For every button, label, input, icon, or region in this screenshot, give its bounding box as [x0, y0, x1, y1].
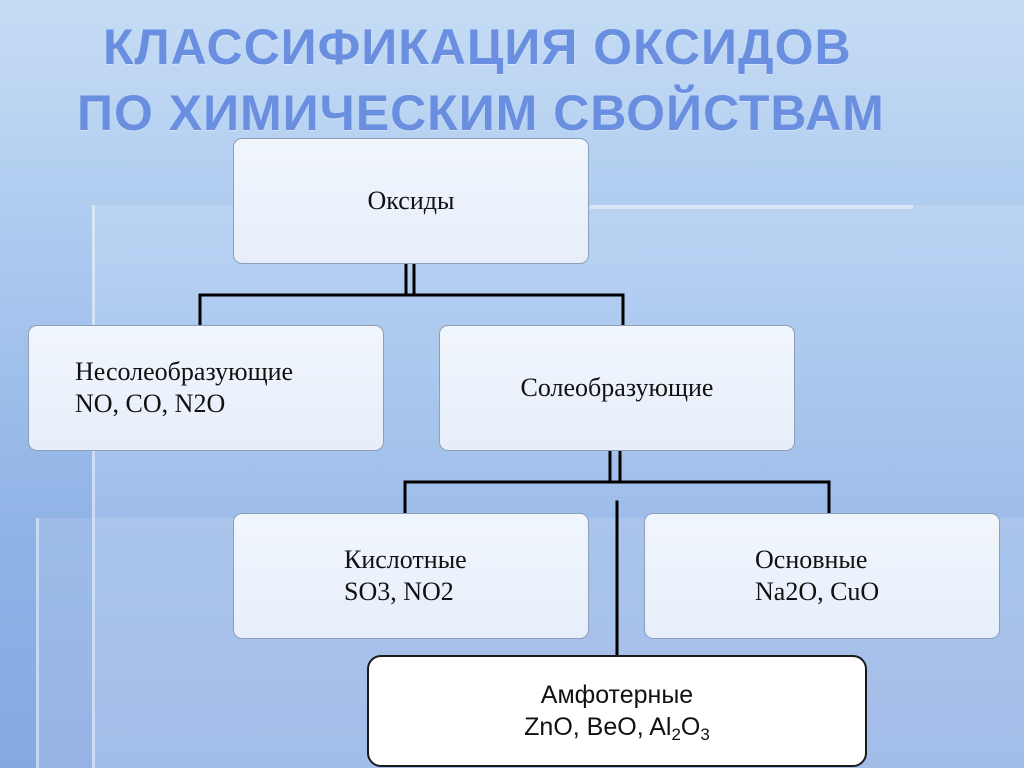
node-acidic-label: Кислотные — [344, 544, 467, 574]
background-line — [92, 205, 95, 768]
page-title-line2: ПО ХИМИЧЕСКИМ СВОЙСТВАМ — [77, 85, 885, 141]
node-acidic-examples: SO3, NO2 — [344, 577, 454, 606]
node-basic: Основные Na2O, CuO — [644, 513, 1000, 639]
node-oxides: Оксиды — [233, 138, 589, 264]
background-line — [590, 205, 913, 209]
page-title-line1: КЛАССИФИКАЦИЯ ОКСИДОВ — [103, 19, 852, 75]
node-amphoteric: Амфотерные ZnO, BeO, Al2O3 — [367, 655, 867, 767]
formula-subscript: 3 — [700, 725, 710, 744]
node-salt-forming: Солеобразующие — [439, 325, 795, 451]
node-oxides-label: Оксиды — [367, 185, 455, 215]
node-basic-label: Основные — [755, 544, 868, 574]
formula-subscript: 2 — [671, 725, 681, 744]
formula-part: O — [680, 713, 701, 741]
formula-part: ZnO, BeO, Al — [524, 713, 672, 741]
node-salt-forming-label: Солеобразующие — [520, 372, 714, 402]
node-non-salt-forming-examples: NO, CO, N2O — [75, 389, 226, 418]
node-basic-examples: Na2O, CuO — [755, 577, 880, 606]
node-non-salt-forming: Несолеобразующие NO, CO, N2O — [28, 325, 384, 451]
node-amphoteric-formula: ZnO, BeO, Al2O3 — [524, 711, 710, 744]
node-amphoteric-label: Амфотерные — [540, 680, 694, 709]
background-line — [36, 518, 39, 768]
node-non-salt-forming-label: Несолеобразующие — [75, 356, 294, 386]
node-acidic: Кислотные SO3, NO2 — [233, 513, 589, 639]
